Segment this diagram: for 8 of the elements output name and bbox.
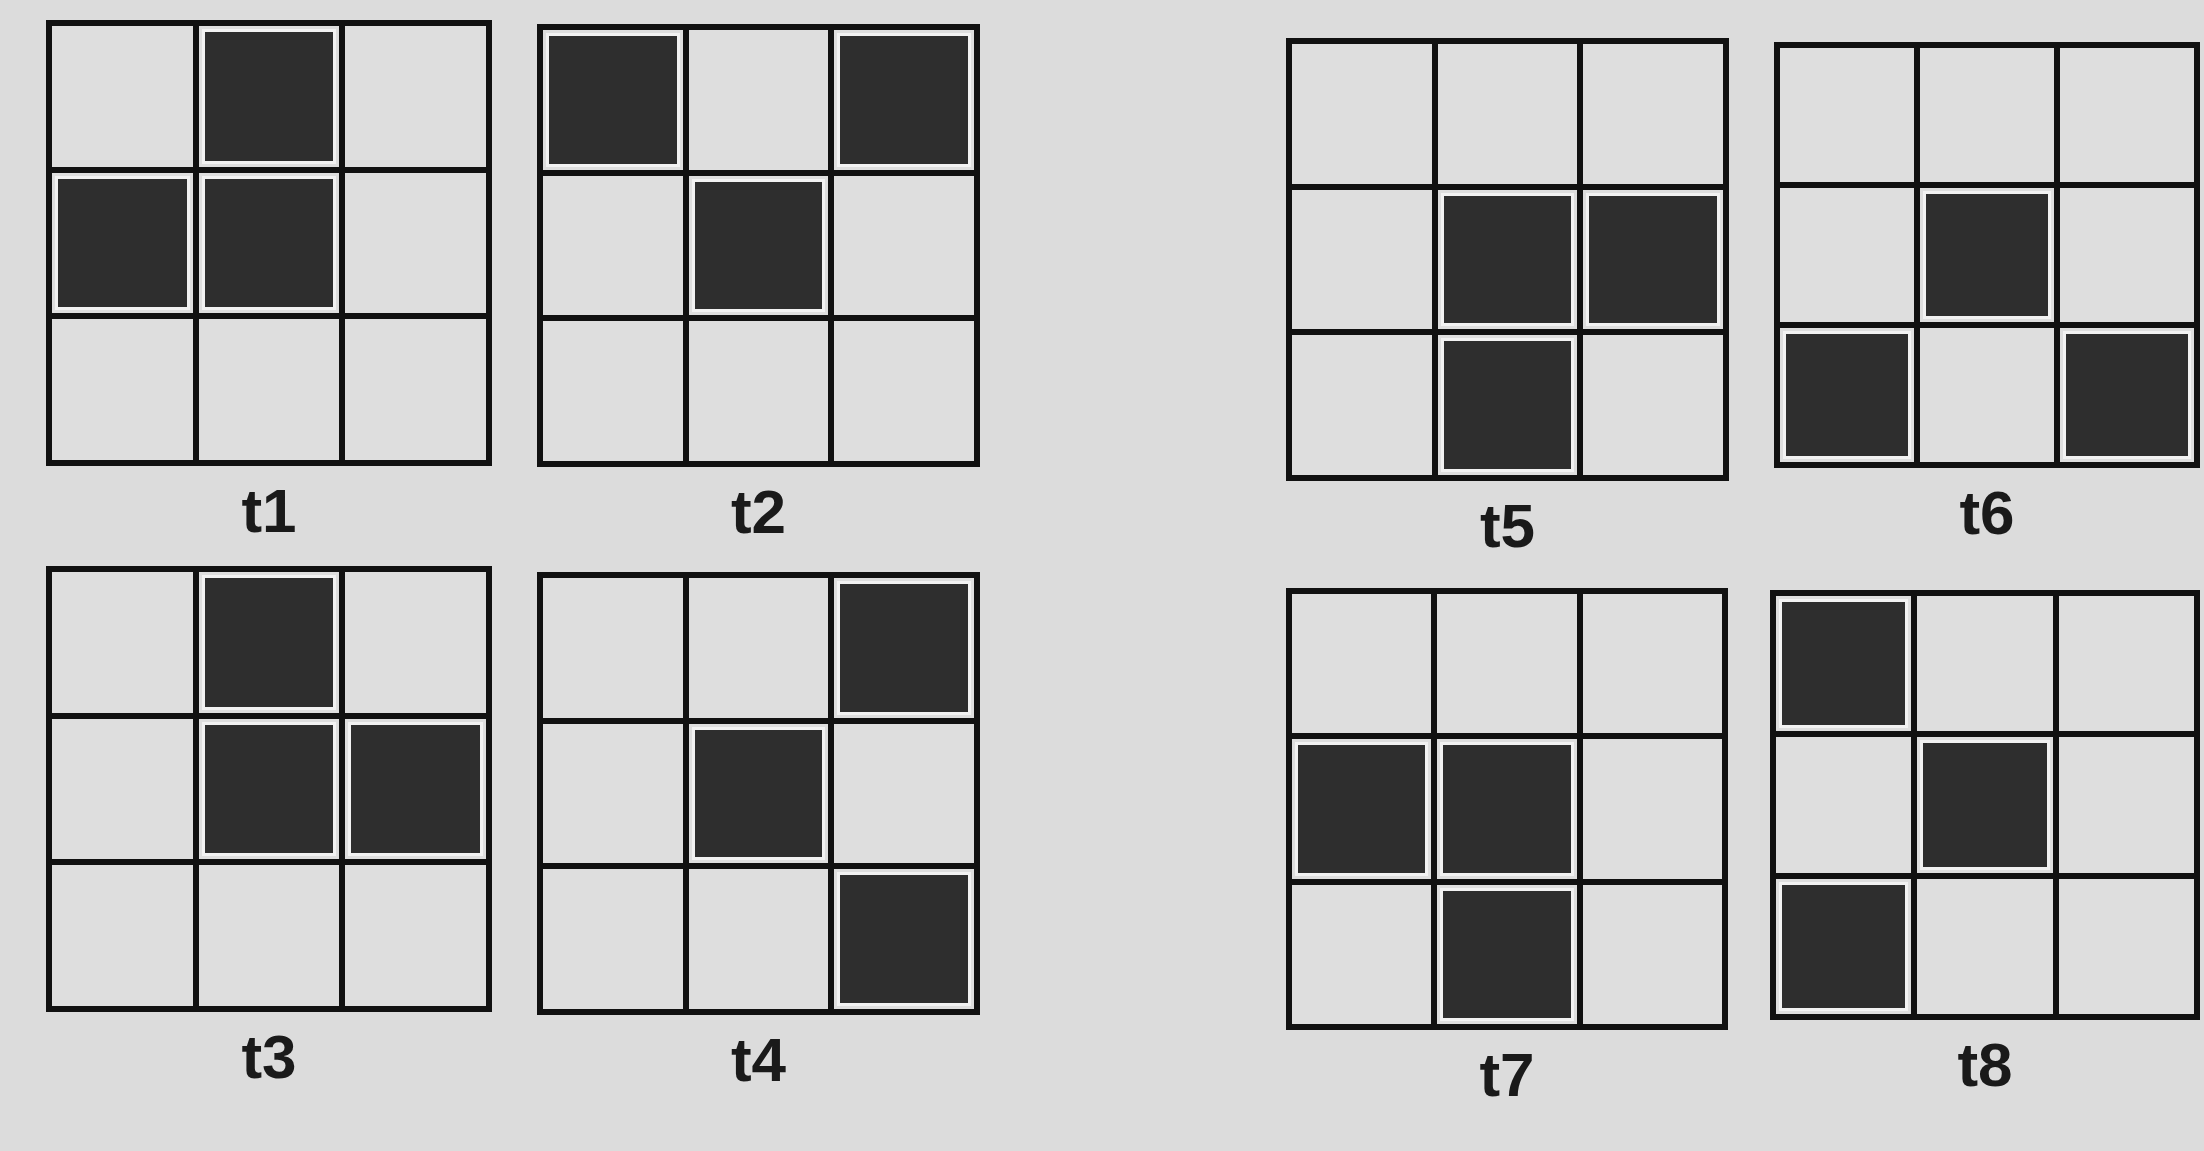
grid-label: t4 (730, 1029, 787, 1091)
grid-label: t1 (241, 480, 297, 542)
grid-label: t7 (1479, 1044, 1535, 1106)
grid-label: t5 (1479, 495, 1536, 557)
grid-label: t8 (1957, 1034, 2013, 1096)
grid-label: t3 (241, 1026, 297, 1088)
grid-label: t6 (1959, 482, 2015, 544)
grid-label: t2 (730, 481, 787, 543)
